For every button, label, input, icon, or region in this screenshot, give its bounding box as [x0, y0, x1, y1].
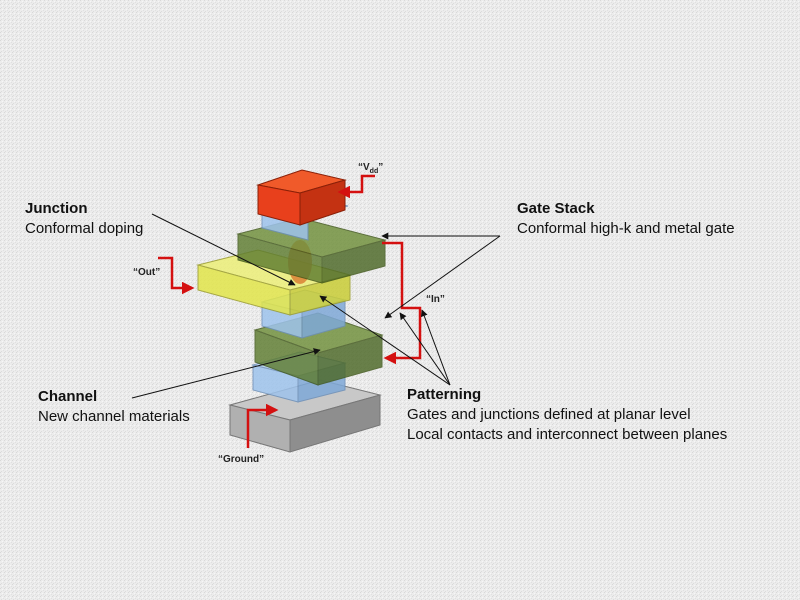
gate-stack-title: Gate Stack	[517, 200, 595, 217]
gate-stack-leader-arrow-bottom	[384, 235, 501, 319]
junction-leader-arrow	[151, 213, 296, 286]
channel-title: Channel	[38, 388, 98, 405]
patterning-line-1: Gates and junctions defined at planar le…	[407, 406, 691, 423]
junction-description: Conformal doping	[25, 220, 144, 237]
patterning-label: Patterning Gates and junctions defined a…	[407, 385, 727, 445]
patterning-line-2: Local contacts and interconnect between …	[407, 426, 728, 443]
vdd-signal-arrow	[337, 174, 375, 199]
channel-label: Channel New channel materials	[38, 387, 190, 427]
upper-gate-block	[236, 217, 387, 284]
patterning-leader-arrow-c	[420, 309, 451, 386]
channel-leader-arrow	[131, 348, 321, 399]
channel-description: New channel materials	[38, 408, 190, 425]
patterning-leader-arrow-b	[399, 312, 451, 386]
vdd-block	[256, 169, 347, 226]
gate-stack-description: Conformal high-k and metal gate	[517, 220, 735, 237]
ground-signal-arrow	[246, 403, 279, 448]
patterning-leader-arrow-a	[319, 295, 451, 386]
gate-stack-label: Gate Stack Conformal high-k and metal ga…	[517, 199, 735, 239]
in-terminal-label: “In”	[426, 294, 445, 305]
out-terminal-label: “Out”	[133, 267, 160, 278]
out-signal-arrow	[158, 256, 195, 295]
ground-terminal-label: “Ground”	[218, 454, 264, 465]
in-signal-arrow	[382, 241, 422, 365]
junction-title: Junction	[25, 200, 88, 217]
vdd-terminal-label: “Vdd”	[358, 162, 383, 175]
patterning-title: Patterning	[407, 386, 482, 403]
junction-label: Junction Conformal doping	[25, 199, 143, 239]
